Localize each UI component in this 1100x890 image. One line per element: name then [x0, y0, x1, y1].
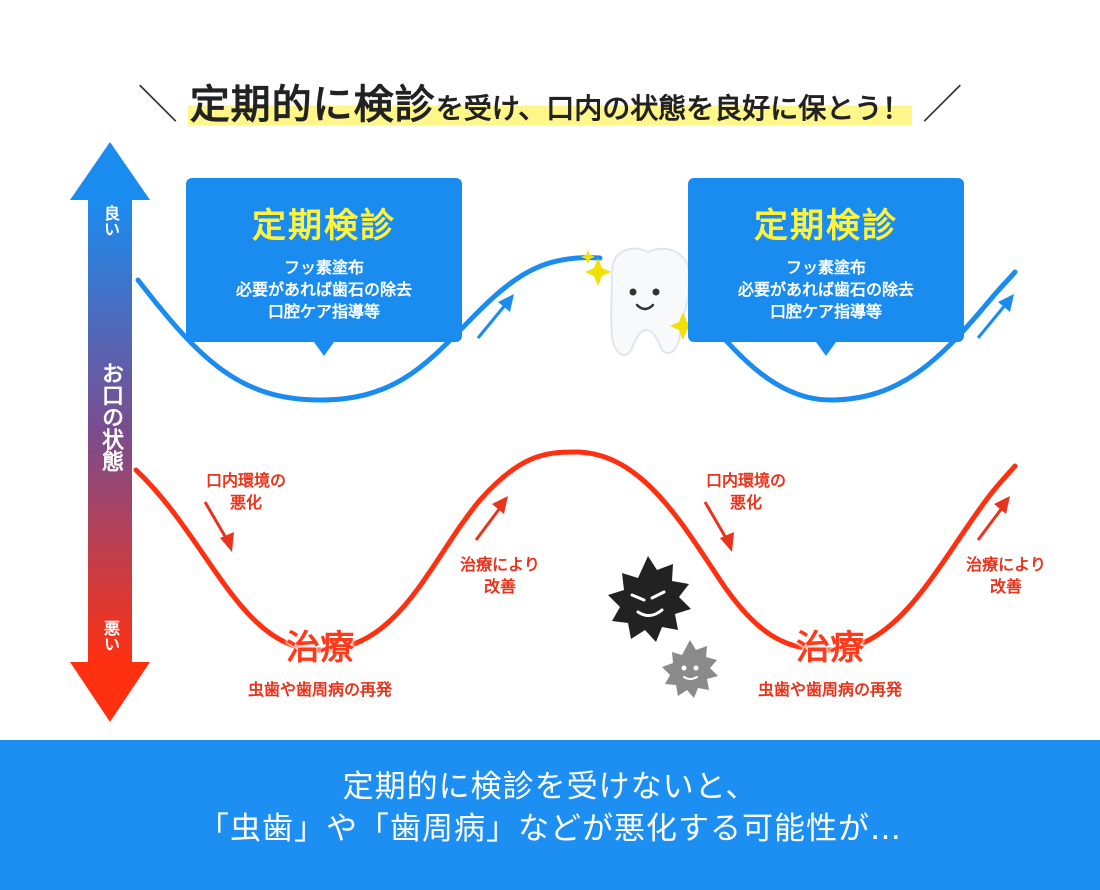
- axis-label-bad: 悪い: [101, 620, 120, 652]
- checkup-item-guidance: 口腔ケア指導等: [267, 302, 380, 321]
- treatment-subtitle-2: 虫歯や歯周病の再発: [757, 680, 902, 699]
- state-axis-arrow: [70, 142, 150, 722]
- checkup-item-fluoride: フッ素塗布: [283, 258, 364, 277]
- small-germ-icon: [662, 640, 718, 698]
- headline-slash-right: ／: [922, 82, 963, 128]
- red-up-arrow-2: [976, 496, 1010, 541]
- arrowhead-icon: [998, 294, 1014, 312]
- arrowhead-icon: [220, 532, 234, 552]
- arrowhead-icon: [498, 294, 514, 312]
- checkup-item-fluoride: フッ素塗布: [785, 258, 866, 277]
- headline-part1: 定期的に検診: [189, 82, 436, 128]
- improve-note-1: 治療により 改善: [440, 554, 560, 598]
- worsen-note-1: 口内環境の 悪化: [186, 470, 306, 514]
- bubble-tail: [314, 342, 334, 356]
- axis-arrow-down-icon: [70, 662, 150, 722]
- checkup-bubble-title: 定期検診: [754, 206, 898, 246]
- headline-slash-left: ＼: [137, 82, 178, 128]
- checkup-bubble-title: 定期検診: [252, 206, 396, 246]
- bubble-tail: [816, 342, 836, 356]
- worsen-note-2: 口内環境の 悪化: [686, 470, 806, 514]
- checkup-item-tartar: 必要があれば歯石の除去: [737, 280, 914, 299]
- improve-note-line1: 治療により: [460, 555, 540, 574]
- checkup-item-guidance: 口腔ケア指導等: [769, 302, 882, 321]
- red-down-arrow-2: [703, 501, 734, 552]
- axis-arrow-up-icon: [70, 142, 150, 200]
- footer-line-2: 「虫歯」や「歯周病」などが悪化する可能性が…: [198, 811, 902, 847]
- improve-note-line2: 改善: [989, 577, 1022, 596]
- warning-footer: 定期的に検診を受けないと、 「虫歯」や「歯周病」などが悪化する可能性が…: [0, 740, 1100, 890]
- blue-up-arrow-1: [476, 294, 514, 339]
- treatment-subtitle-1: 虫歯や歯周病の再発: [247, 680, 392, 699]
- axis-label-oral-state: お口の状態: [98, 362, 123, 472]
- blue-state-curve: [135, 255, 1018, 403]
- blue-up-arrow-2: [976, 294, 1014, 339]
- checkup-item-tartar: 必要があれば歯石の除去: [235, 280, 412, 299]
- footer-line-1: 定期的に検診を受けないと、: [342, 769, 758, 805]
- worsen-note-line2: 悪化: [229, 493, 262, 512]
- axis-label-good: 良い: [101, 205, 120, 237]
- checkup-bubble-1: 定期検診 フッ素塗布 必要があれば歯石の除去 口腔ケア指導等: [186, 178, 462, 356]
- improve-note-line1: 治療により: [966, 555, 1046, 574]
- red-up-arrow-1: [474, 496, 508, 541]
- worsen-note-line2: 悪化: [729, 493, 762, 512]
- arrowhead-icon: [994, 496, 1010, 514]
- improve-note-2: 治療により 改善: [946, 554, 1066, 598]
- worsen-note-line1: 口内環境の: [205, 471, 286, 490]
- improve-note-line2: 改善: [483, 577, 516, 596]
- red-down-arrow-1: [203, 501, 234, 552]
- treatment-title-1: 治療: [286, 628, 354, 668]
- germ-icon: [608, 556, 691, 642]
- arrowhead-icon: [492, 496, 508, 514]
- headline-part2: を受け、口内の状態を良好に保とう！: [435, 92, 911, 125]
- treatment-title-2: 治療: [796, 628, 864, 668]
- checkup-bubble-2: 定期検診 フッ素塗布 必要があれば歯石の除去 口腔ケア指導等: [688, 178, 964, 356]
- worsen-note-line1: 口内環境の: [705, 471, 786, 490]
- headline: ＼ 定期的に検診を受け、口内の状態を良好に保とう！ ／: [90, 70, 1010, 130]
- arrowhead-icon: [720, 532, 734, 552]
- axis-arrow-shaft: [88, 198, 132, 664]
- red-state-curve: [133, 449, 1018, 653]
- headline-marker: 定期的に検診を受け、口内の状態を良好に保とう！: [187, 72, 913, 130]
- tooth-mascot-icon: [581, 247, 696, 357]
